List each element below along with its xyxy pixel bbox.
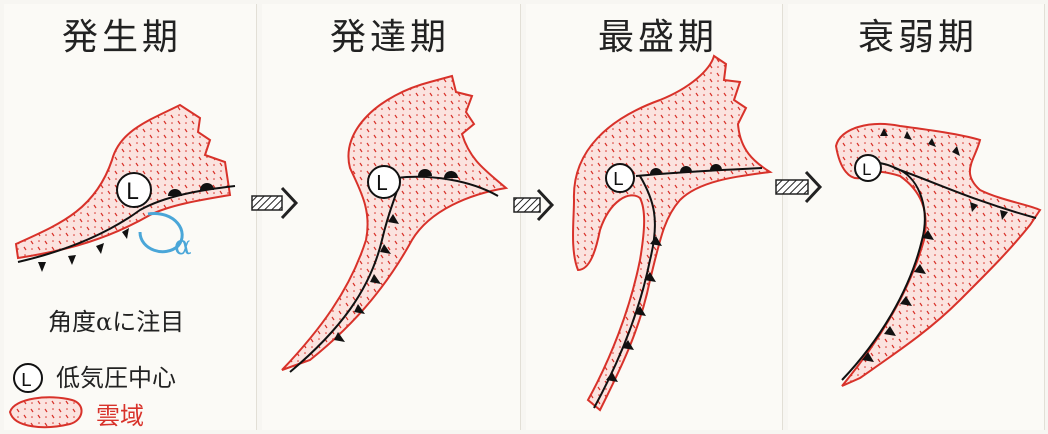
low-symbol: L — [376, 171, 388, 195]
low-center-genesis: L — [117, 173, 151, 207]
arrow-3 — [776, 172, 820, 202]
cloud-area-mature — [573, 56, 770, 410]
legend-low-symbol: L — [21, 370, 31, 391]
low-center-development: L — [368, 166, 400, 198]
arrow-1 — [252, 188, 296, 218]
angle-symbol: α — [174, 231, 192, 261]
arrow-2 — [514, 190, 552, 220]
low-center-decay: L — [855, 155, 881, 181]
legend-angle-note: 角度αに注目 — [48, 308, 184, 336]
legend-low-icon: L — [14, 364, 42, 392]
low-symbol: L — [126, 180, 139, 205]
low-symbol: L — [613, 169, 623, 190]
legend-cloud-icon — [10, 397, 82, 427]
low-symbol: L — [862, 160, 871, 179]
legend-cloud-area: 雲域 — [96, 402, 144, 430]
low-center-mature: L — [606, 164, 634, 192]
legend-low-center: 低気圧中心 — [56, 364, 176, 392]
